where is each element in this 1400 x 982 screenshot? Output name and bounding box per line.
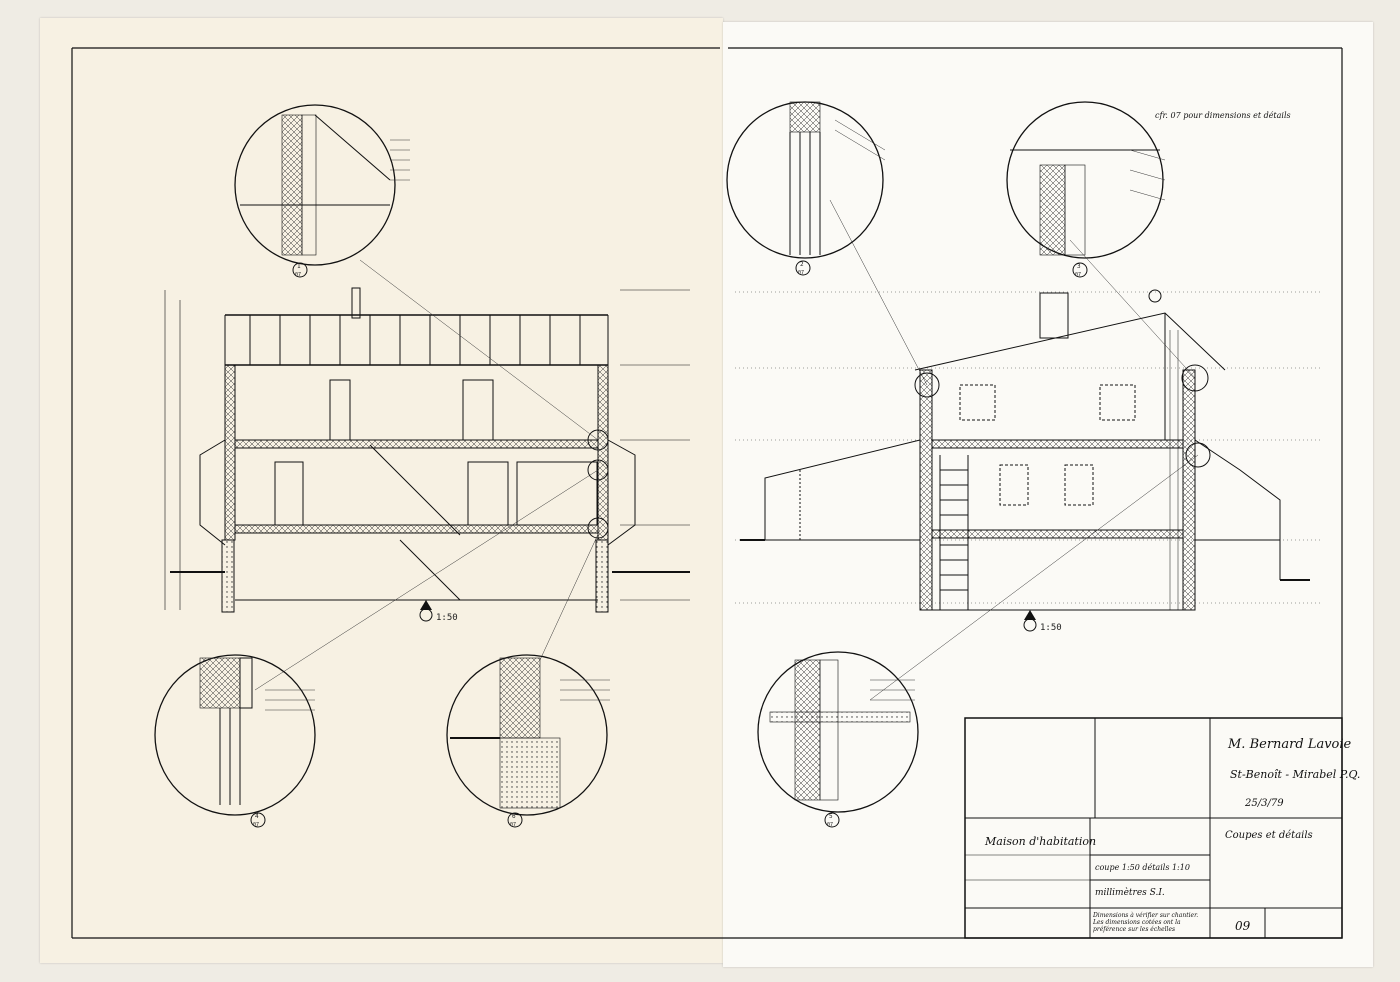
right-callout-circle-c [1185,442,1211,468]
left-callout-leaders [254,259,601,691]
title-note: Dimensions à vérifier sur chantier. Les … [1093,912,1199,933]
title-drawing: Coupes et détails [1225,830,1313,841]
detail-1-sheet: 07 [295,272,301,278]
right-callout-circle-a [914,372,940,398]
title-project: Maison d'habitation [984,835,1096,848]
title-scale: coupe 1:50 détails 1:10 [1095,863,1190,872]
detail-5-number: 5 [829,813,833,820]
left-paper [40,18,723,963]
detail-5-sheet: 07 [827,822,833,828]
left-callout-circle-a [587,429,609,451]
detail-4-number: 4 [255,813,259,820]
title-date: 25/3/79 [1244,798,1284,809]
left-callout-circle-c [587,517,609,539]
title-block [964,717,1343,939]
detail-6 [446,654,610,828]
detail-3 [1006,101,1166,278]
detail-5 [757,651,919,828]
detail-6-number: 6 [512,813,516,820]
top-right-note: cfr. 07 pour dimensions et détails [1155,111,1291,120]
detail-6-sheet: 07 [510,822,516,828]
right-building-section [735,289,1320,611]
detail-1 [234,104,410,278]
detail-3-number: 3 [1077,263,1081,270]
detail-2 [726,101,886,276]
right-callout-leaders [829,199,1199,701]
detail-1-number: 1 [297,263,301,270]
detail-4-sheet: 07 [253,822,259,828]
right-scale-marker [1023,610,1037,632]
right-callout-circle-b [1181,364,1209,392]
right-scale-label: 1:50 [1040,623,1062,633]
detail-3-sheet: 07 [1075,272,1081,278]
detail-2-number: 2 [800,261,804,268]
left-callout-circle-b [587,459,609,481]
title-location: St-Benoît - Mirabel P.Q. [1230,768,1360,781]
title-owner: M. Bernard Lavoie [1227,737,1352,752]
left-building-section [164,287,690,613]
left-scale-marker [419,600,433,622]
detail-2-sheet: 07 [798,270,804,276]
detail-4 [154,654,316,828]
title-sheet-number: 09 [1235,919,1251,933]
sheet-border [71,47,1343,939]
left-scale-label: 1:50 [436,613,458,623]
title-units: millimètres S.I. [1095,887,1165,898]
